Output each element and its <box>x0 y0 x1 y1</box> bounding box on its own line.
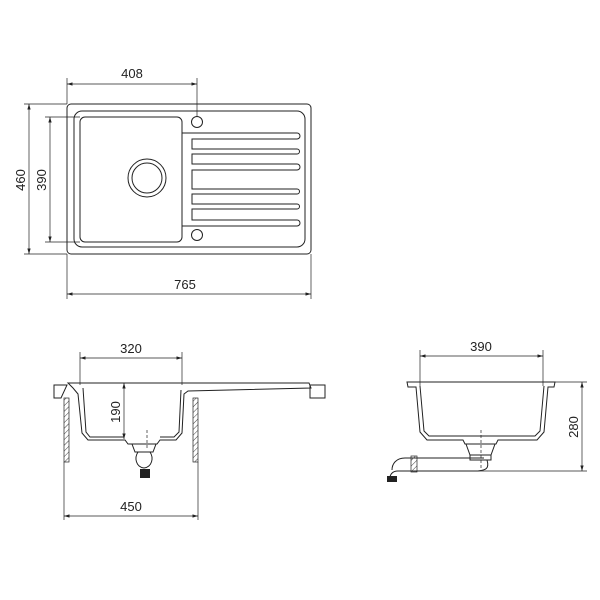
sink-profile <box>66 382 312 445</box>
dim-label-320: 320 <box>120 341 142 356</box>
dim-label-408: 408 <box>121 66 143 81</box>
cabinet-wall-left <box>63 397 70 463</box>
pipe-nut <box>410 455 418 473</box>
side-view: 390 280 <box>387 339 587 482</box>
dim-label-460: 460 <box>13 169 28 191</box>
dim-label-190: 190 <box>108 401 123 423</box>
drain-inner <box>131 162 163 194</box>
drain-fitting-side <box>465 443 496 456</box>
tap-hole-top <box>191 116 203 128</box>
tap-hole-bottom <box>191 229 203 241</box>
dim-label-280: 280 <box>566 416 581 438</box>
dim-label-390-side: 390 <box>470 339 492 354</box>
counter-left <box>53 384 68 399</box>
sink-rim <box>73 110 306 248</box>
bowl <box>79 116 183 243</box>
outlet-pipe <box>140 469 150 478</box>
front-view: 320 190 450 <box>53 341 326 520</box>
drain-pipe <box>389 455 492 479</box>
dim-label-765: 765 <box>174 277 196 292</box>
top-view: 408 765 460 390 <box>13 66 312 299</box>
cabinet-wall-right <box>192 397 199 463</box>
drain-outer <box>127 158 167 198</box>
sink-outline <box>66 103 312 255</box>
sink-side-profile <box>406 381 556 445</box>
dim-label-390: 390 <box>34 169 49 191</box>
drain-fitting <box>131 443 157 453</box>
dim-label-450: 450 <box>120 499 142 514</box>
drainboard-ribs <box>182 132 301 227</box>
sink-inner <box>82 387 182 438</box>
counter-right <box>309 384 326 399</box>
trap-icon <box>135 451 153 469</box>
sink-side-inner <box>419 385 545 437</box>
pipe-outlet <box>387 476 397 482</box>
